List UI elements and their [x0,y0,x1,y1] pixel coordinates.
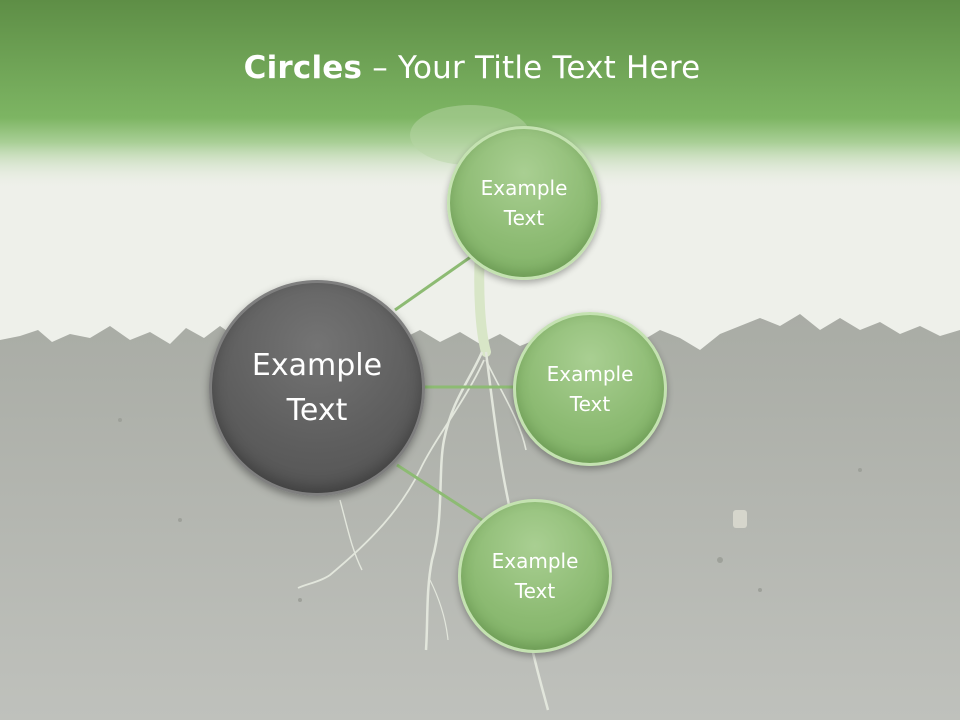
satellite-circle-label: Example Text [491,549,579,603]
slide-title: Circles – Your Title Text Here [0,50,944,86]
satellite-circle-top: Example Text [447,126,601,280]
satellite-circle-label: Example Text [546,362,634,416]
satellite-circle-bottom: Example Text [458,499,612,653]
title-bold: Circles [243,50,363,86]
satellite-circle-middle: Example Text [513,312,667,466]
center-circle-label: Example Text [251,348,383,428]
satellite-circle-label: Example Text [480,176,568,230]
center-circle: Example Text [209,280,425,496]
title-rest: – Your Title Text Here [362,50,701,86]
